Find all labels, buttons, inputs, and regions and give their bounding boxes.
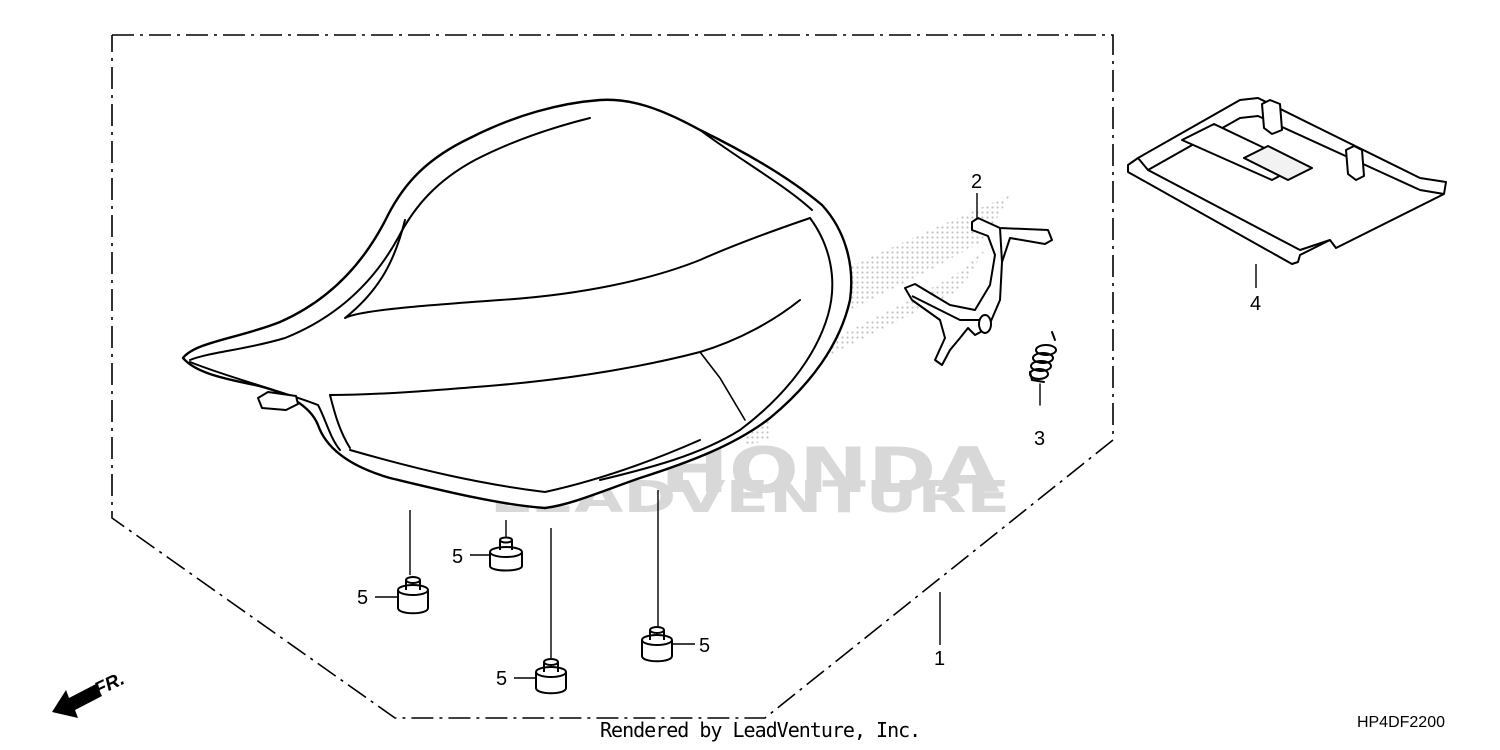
storage-cover-drawing [1127,97,1447,288]
callout-storage-cover: 4 [1250,293,1261,315]
cushion-a [489,536,523,572]
leader-lines [375,193,978,679]
cushion-d [535,658,567,695]
callout-seat-assembly: 1 [934,648,945,670]
callout-seat-latch: 2 [971,171,982,193]
callout-cushion-lower: 5 [496,668,507,690]
render-credit: Rendered by LeadVenture, Inc. [600,718,921,742]
callout-cushion-right: 5 [699,635,710,657]
seat-latch-drawing [904,217,1053,366]
latch-spring-drawing [1029,331,1057,406]
callout-cushion-center: 5 [452,546,463,568]
front-direction-arrow-icon [52,684,102,718]
seat-drawing [181,98,853,510]
assembly-boundary [111,34,1114,719]
cushion-c [641,626,673,663]
diagram-code: HP4DF2200 [1356,714,1445,731]
callout-cushion-left: 5 [357,587,368,609]
rubber-cushion-drawings [397,536,673,695]
cushion-b [397,576,429,615]
callout-latch-spring: 3 [1034,428,1045,450]
